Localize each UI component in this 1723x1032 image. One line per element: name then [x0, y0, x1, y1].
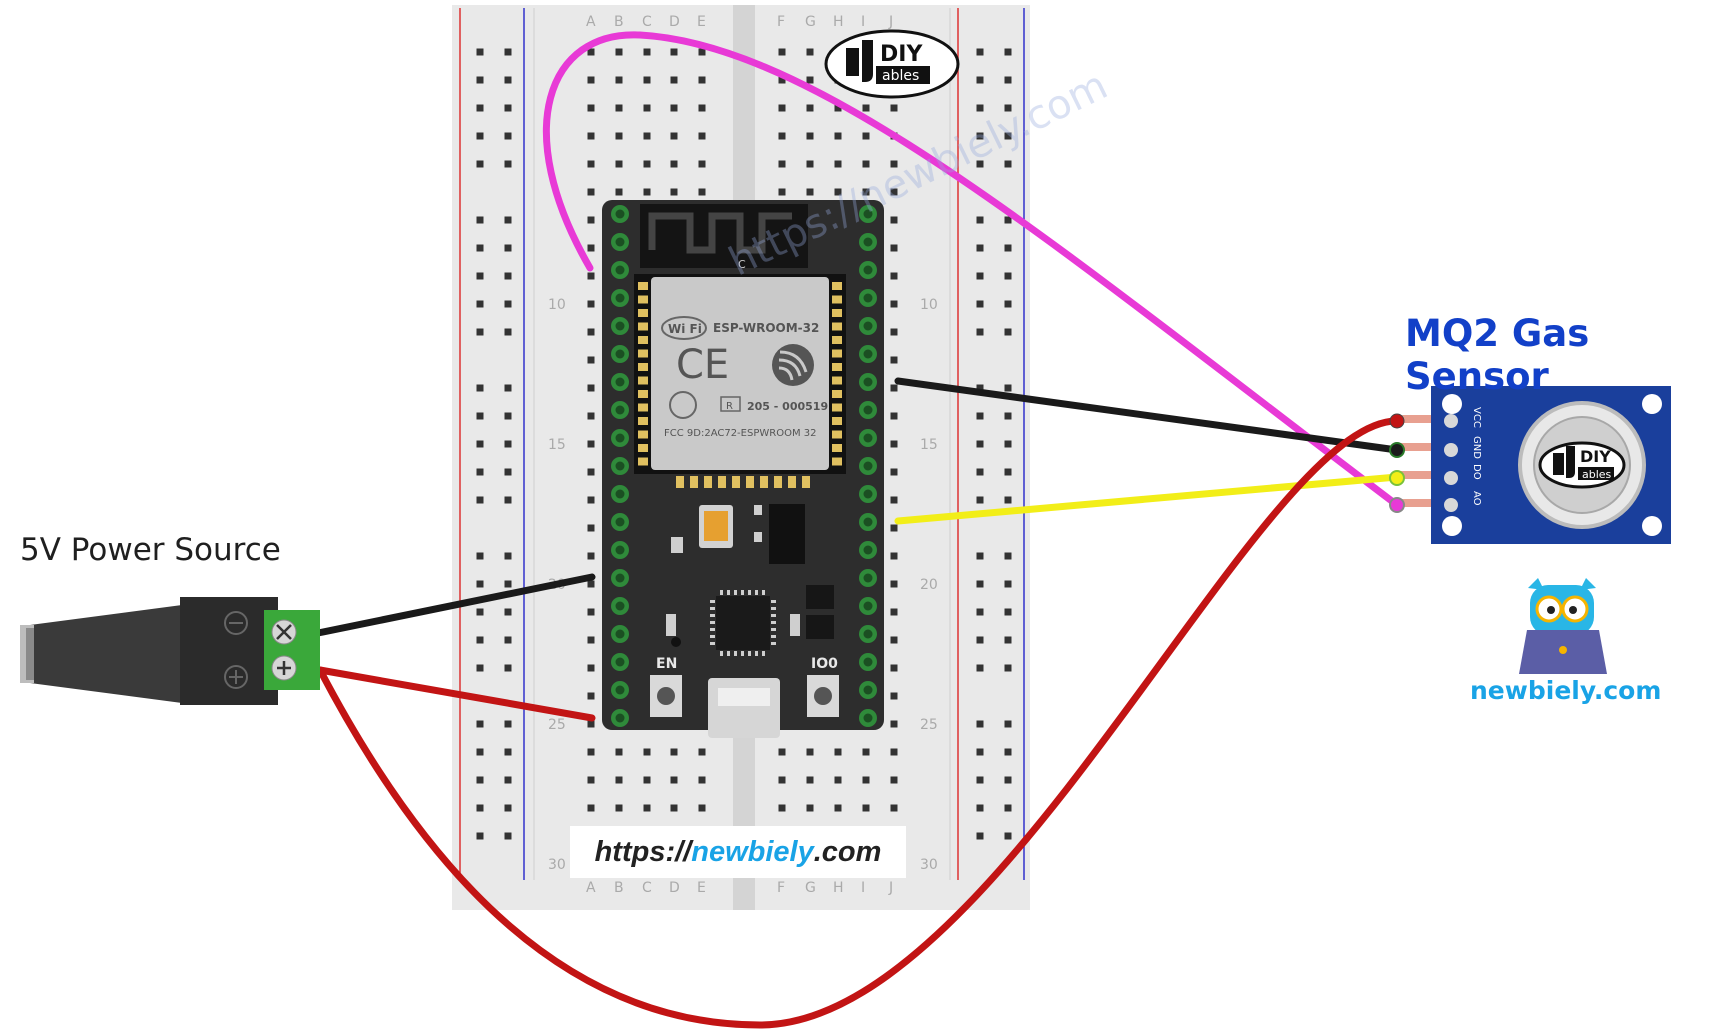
power-source-label: 5V Power Source — [20, 532, 281, 568]
logo-bottom-text: ables — [882, 68, 919, 84]
breadboard-column-labels-top: A B C D E F G H I J — [586, 14, 893, 30]
module-name: ESP-WROOM-32 — [713, 321, 819, 335]
row-number: 15 — [920, 437, 938, 453]
row-number: 25 — [548, 717, 566, 733]
module-contacts — [638, 282, 842, 466]
row-number: 25 — [920, 717, 938, 733]
column-label: H — [833, 14, 844, 30]
usb-port — [708, 678, 780, 738]
cert-logo-icon: R — [669, 391, 741, 419]
sensor-title: MQ2 Gas Sensor — [1405, 312, 1590, 398]
column-label: D — [669, 14, 680, 30]
diyables-logo: DIY ables — [824, 29, 960, 99]
column-label: B — [614, 14, 624, 30]
magenta-wire — [542, 31, 1401, 509]
red-wire-long — [316, 417, 1401, 1029]
column-label: C — [642, 880, 652, 896]
url-banner[interactable]: https://newbiely.com — [570, 826, 906, 878]
column-label: A — [586, 880, 596, 896]
fcc-id: FCC 9D:2AC72-ESPWROOM 32 — [664, 428, 816, 439]
row-number: 15 — [548, 437, 566, 453]
url-suffix: .com — [813, 835, 882, 868]
row-number: 20 — [920, 577, 938, 593]
column-label: E — [697, 880, 706, 896]
antenna-label: C — [738, 258, 746, 271]
column-label: G — [805, 14, 816, 30]
row-number: 30 — [920, 857, 938, 873]
black-wire-power — [314, 573, 596, 637]
svg-text:Wi Fi: Wi Fi — [668, 322, 702, 336]
sensor-pin-label: DO — [1471, 464, 1482, 480]
newbiely-mascot-icon — [1519, 578, 1607, 674]
sensor-pin-label: GND — [1471, 436, 1482, 459]
plus-icon — [224, 665, 248, 689]
breadboard-column-labels-bottom: A B C D E F G H I J — [586, 880, 893, 896]
mq2-sensor: VCC GND DO AO DIY ables — [1389, 386, 1671, 544]
red-wire-short — [316, 666, 596, 722]
yellow-wire — [894, 473, 1401, 525]
url-domain: newbiely — [691, 835, 814, 868]
ce-mark: CE — [676, 342, 729, 388]
black-wire-sensor — [894, 377, 1401, 454]
power-jack — [20, 597, 320, 705]
logo-top-text: DIY — [880, 42, 923, 67]
chip-pins — [710, 590, 776, 656]
esp32-pin-headers — [611, 205, 877, 727]
url-prefix: https:// — [594, 835, 692, 868]
sensor-logo-top: DIY — [1580, 447, 1611, 466]
cert-number: 205 - 000519 — [747, 400, 828, 413]
io0-button-label: IO0 — [811, 656, 838, 672]
sensor-pin-label: VCC — [1471, 407, 1482, 428]
row-number: 10 — [920, 297, 938, 313]
column-label: J — [888, 14, 893, 30]
column-label: I — [861, 880, 865, 896]
sensor-pin-labels: VCC GND DO AO — [1471, 407, 1482, 506]
esp32-board: C Wi Fi ESP-WROOM-32 CE R 205 - 000519 F… — [602, 200, 884, 738]
row-number: 30 — [548, 857, 566, 873]
column-label: I — [861, 14, 865, 30]
column-label: F — [777, 14, 785, 30]
wires — [314, 31, 1401, 1029]
column-label: D — [669, 880, 680, 896]
column-label: A — [586, 14, 596, 30]
en-button-label: EN — [656, 656, 677, 672]
module-bottom-pads — [676, 476, 810, 488]
sensor-pin-label: AO — [1471, 491, 1482, 506]
column-label: B — [614, 880, 624, 896]
column-label: H — [833, 880, 844, 896]
column-label: E — [697, 14, 706, 30]
column-label: C — [642, 14, 652, 30]
minus-icon — [224, 611, 248, 635]
column-label: G — [805, 880, 816, 896]
screw-terminal — [264, 610, 320, 690]
svg-text:R: R — [726, 401, 733, 412]
wifi-logo: Wi Fi — [661, 316, 707, 340]
espressif-logo-icon — [772, 344, 814, 386]
column-label: J — [888, 880, 893, 896]
sensor-logo-bottom: ables — [1582, 468, 1612, 481]
row-number: 10 — [548, 297, 566, 313]
newbiely-site-text[interactable]: newbiely.com — [1470, 676, 1662, 705]
column-label: F — [777, 880, 785, 896]
